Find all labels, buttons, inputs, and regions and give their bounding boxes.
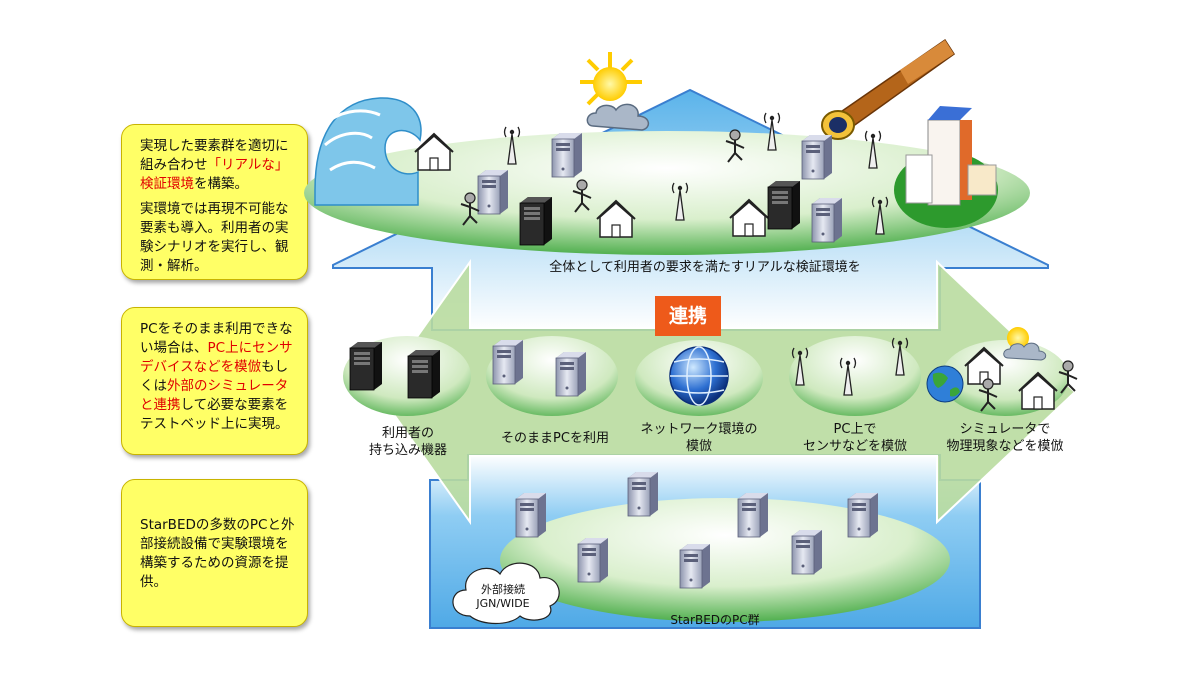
network-globe-icon: [669, 346, 729, 406]
real-environment-ellipse: [304, 131, 1030, 255]
note-text: して必要な要素をテストベッド上に実現。: [140, 397, 289, 432]
note-text: を構築。: [194, 176, 248, 192]
small-sun-cloud-icon: [1003, 327, 1047, 361]
note-text: もしくは: [140, 359, 289, 394]
note-highlight: 「リアルな」検証環境: [140, 157, 289, 192]
city-buildings-icon: [894, 106, 998, 228]
label-pc-direct: そのままPCを利用: [501, 431, 609, 446]
note-paragraph-1: 実現した要素群を適切に組み合わせ「リアルな」検証環境を構築。: [140, 137, 297, 194]
middle-ellipse-sensor: [789, 336, 921, 416]
label-user-devices: 利用者の 持ち込み機器: [368, 426, 447, 458]
note-paragraph: StarBEDの多数のPCと外部接続設備で実験環境を構築するための資源を提供。: [140, 517, 295, 590]
note-box-realistic-environment: 実現した要素群を適切に組み合わせ「リアルな」検証環境を構築。 実環境では再現不可…: [121, 124, 308, 280]
label-simulator: シミュレータで 物理現象などを模倣: [946, 422, 1064, 454]
weather-sun-cloud-icon: [580, 52, 650, 131]
note-box-emulation: PCをそのまま利用できない場合は、PC上にセンサデバイスなどを模倣もしくは外部の…: [121, 307, 308, 455]
note-highlight: PC上にセンサデバイスなどを模倣: [140, 340, 293, 375]
note-box-resources: StarBEDの多数のPCと外部接続設備で実験環境を構築するための資源を提供。: [121, 479, 308, 627]
label-network-emulation: ネットワーク環境の 模倣: [640, 422, 758, 454]
earth-globe-icon: [926, 365, 964, 403]
external-connection-cloud: [452, 562, 560, 625]
starbed-pc-ellipse: [500, 498, 950, 622]
middle-icons: [349, 327, 1078, 412]
cloud-label: 外部接続 JGN/WIDE: [476, 583, 530, 610]
starbed-pc-caption: StarBEDのPC群: [670, 613, 760, 627]
note-paragraph-2: 実環境では再現不可能な要素も導入。利用者の実験シナリオを実行し、観測・解析。: [140, 201, 289, 274]
note-highlight: 外部のシミュレータと連携: [140, 378, 289, 413]
note-text: PCをそのまま利用できない場合は、: [140, 321, 293, 356]
label-sensor-emulation: PC上で センサなどを模倣: [802, 422, 907, 454]
note-text: 実現した要素群を適切に組み合わせ: [140, 138, 289, 173]
tsunami-wave-icon: [314, 97, 422, 206]
top-environment-caption: 全体として利用者の要求を満たすリアルな検証環境を: [549, 260, 861, 275]
telescope-icon: [821, 38, 956, 140]
cooperation-badge: 連携: [655, 296, 721, 336]
note-paragraph: PCをそのまま利用できない場合は、PC上にセンサデバイスなどを模倣もしくは外部の…: [140, 320, 297, 434]
